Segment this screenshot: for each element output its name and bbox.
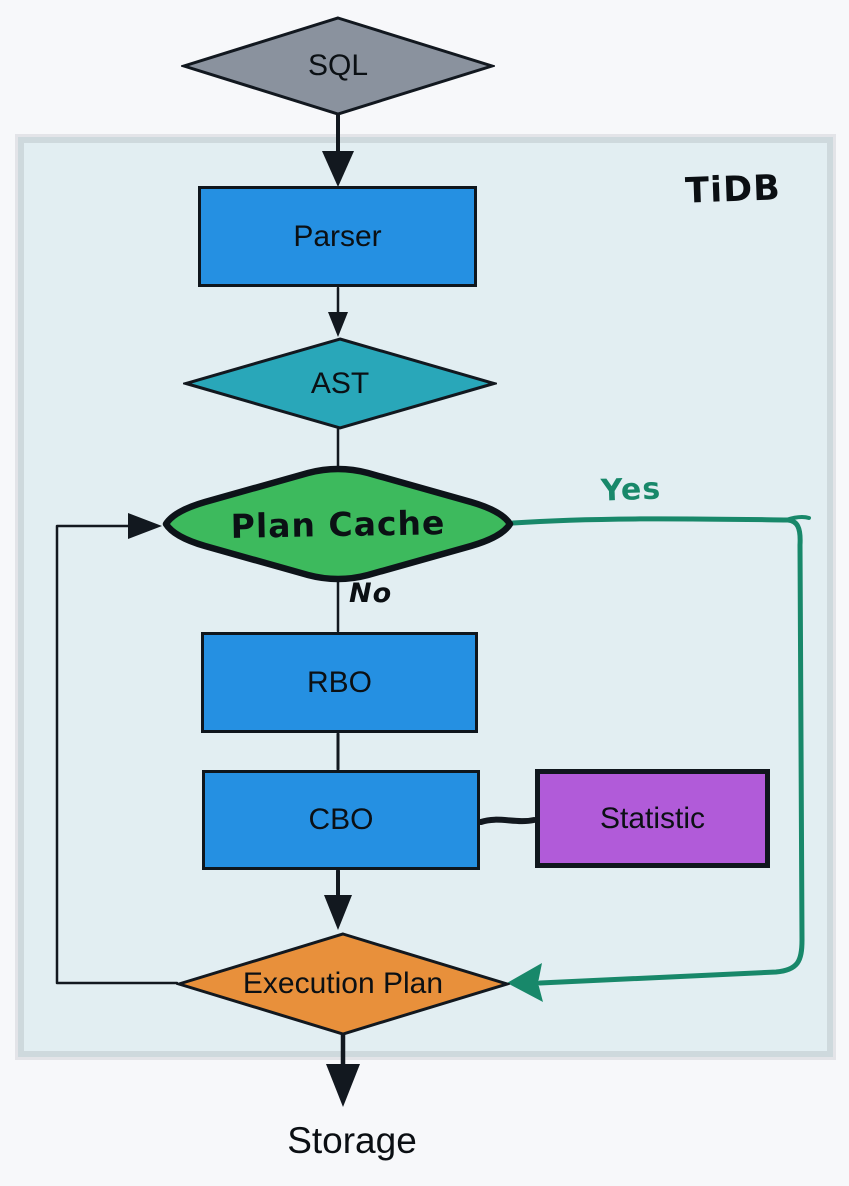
node-statistic: Statistic bbox=[535, 769, 770, 868]
node-plan-cache: Plan Cache bbox=[160, 464, 516, 584]
tidb-container bbox=[18, 137, 833, 1057]
sql-diamond-shape bbox=[181, 16, 495, 116]
parser-label: Parser bbox=[293, 219, 382, 253]
ast-label: AST bbox=[310, 366, 370, 400]
execution-plan-label: Execution Plan bbox=[242, 967, 444, 1000]
cbo-label: CBO bbox=[308, 803, 374, 836]
yes-edge bbox=[507, 514, 811, 1002]
edge-plancache-execplan-yes bbox=[510, 516, 805, 986]
ast-diamond-shape bbox=[183, 337, 497, 430]
sql-label: SQL bbox=[307, 49, 369, 82]
black-edges bbox=[55, 110, 537, 1107]
node-rbo: RBO bbox=[201, 632, 478, 733]
yes-edge-corner-stroke bbox=[784, 514, 811, 522]
node-execution-plan: Execution Plan bbox=[176, 931, 510, 1037]
edge-cbo-statistic bbox=[478, 816, 537, 825]
plan-cache-diamond-shape bbox=[162, 465, 514, 583]
execution-plan-diamond-shape bbox=[176, 932, 510, 1036]
arrowhead-sql-parser bbox=[322, 151, 354, 187]
edge-execplan-plancache-loop bbox=[55, 524, 179, 985]
node-cbo: CBO bbox=[202, 770, 480, 870]
node-sql: SQL bbox=[181, 16, 495, 116]
yes-edge-label: Yes bbox=[600, 471, 662, 509]
storage-label: Storage bbox=[287, 1120, 417, 1161]
yes-arrowhead-group bbox=[507, 963, 543, 1002]
plan-cache-label: Plan Cache bbox=[230, 502, 446, 546]
arrowhead-yes-execplan bbox=[507, 963, 543, 1002]
arrowhead-parser-ast bbox=[328, 312, 348, 337]
arrowhead-loop-plancache bbox=[128, 513, 162, 539]
node-parser: Parser bbox=[198, 186, 477, 287]
black-arrowheads bbox=[128, 151, 360, 1107]
no-edge-label: No bbox=[349, 578, 393, 609]
statistic-label: Statistic bbox=[599, 801, 706, 835]
node-ast: AST bbox=[183, 337, 497, 430]
arrowhead-cbo-execplan bbox=[324, 895, 352, 930]
rbo-label: RBO bbox=[306, 665, 372, 699]
arrowhead-execplan-storage bbox=[326, 1064, 360, 1107]
tidb-container-label: TiDB bbox=[684, 168, 782, 212]
